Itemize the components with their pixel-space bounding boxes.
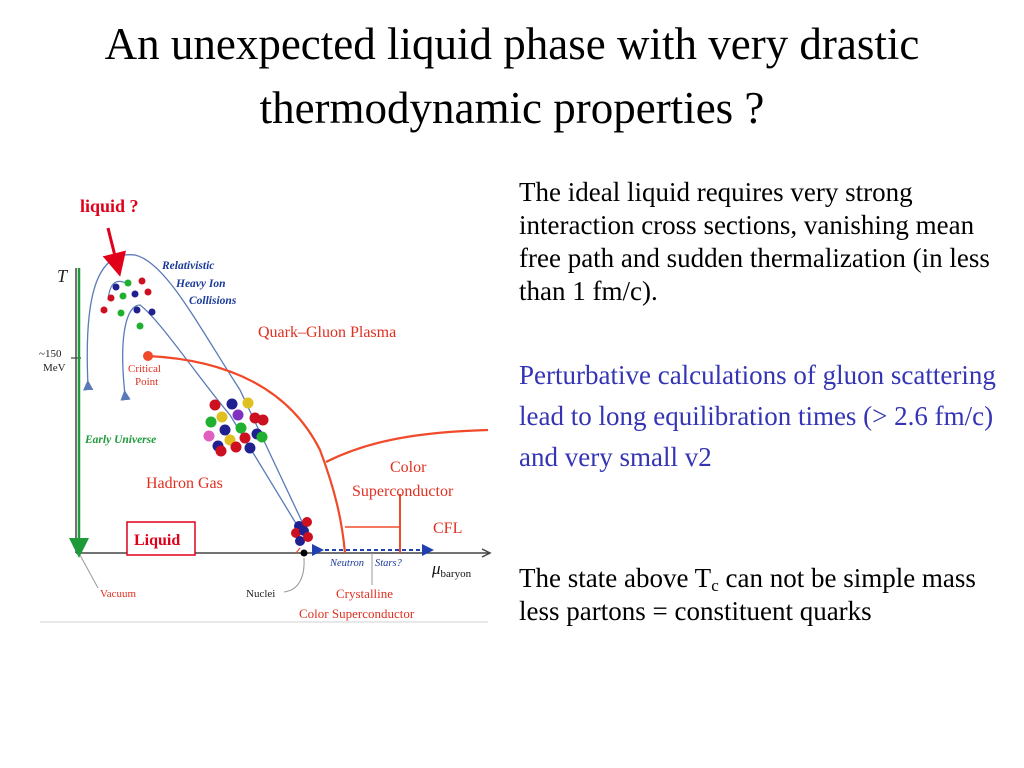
paragraph-ideal-liquid: The ideal liquid requires very strong in… — [519, 177, 990, 306]
nuclei-pointer — [283, 557, 305, 593]
paragraph-state-above-tc: The state above Tc can not be simple mas… — [519, 563, 976, 626]
crystalline-label-2: Color Superconductor — [299, 606, 415, 621]
liquid-q-label: liquid ? — [80, 196, 139, 216]
qgp-particles — [100, 277, 156, 330]
neutron-label: Neutron — [329, 558, 364, 569]
liquid-box-label: Liquid — [134, 532, 180, 549]
rhic-label-3: Collisions — [189, 295, 237, 307]
early-universe-label: Early Universe — [84, 434, 156, 446]
rhic-label-1: Relativistic — [161, 260, 214, 272]
mu-baryon-label: μbaryon — [431, 559, 472, 580]
rhic-label-2: Heavy Ion — [175, 278, 226, 290]
qgp-label: Quark–Gluon Plasma — [258, 324, 396, 341]
tick-mev-label: MeV — [43, 362, 66, 374]
liquid-box — [126, 521, 196, 556]
nuclei-point — [300, 549, 308, 557]
rhic-trajectory-inner — [120, 304, 301, 531]
stars-label: Stars? — [375, 558, 403, 569]
qcd-phase-diagram: liquid ? T ~150 MeV Relativistic Heavy I… — [39, 196, 492, 623]
critical-point-label-1: Critical — [128, 363, 161, 375]
crystalline-label-1: Crystalline — [336, 586, 393, 601]
axis-t-label: T — [57, 266, 69, 286]
critical-point-label-2: Point — [135, 376, 158, 388]
hadron-gas-label: Hadron Gas — [146, 475, 223, 492]
vacuum-pointer — [79, 554, 99, 589]
vacuum-boundary — [295, 547, 301, 554]
rhic-trajectory-outer — [83, 254, 306, 529]
hadron-cluster — [203, 397, 269, 457]
liquid-q-arrow — [102, 227, 127, 277]
nucleus-cluster — [291, 517, 313, 546]
color-sc-label-2: Superconductor — [352, 483, 454, 500]
title-line-2: thermodynamic properties ? — [259, 83, 765, 133]
title-line-1: An unexpected liquid phase with very dra… — [104, 19, 920, 69]
critical-point — [143, 351, 153, 361]
slide-title: An unexpected liquid phase with very dra… — [0, 12, 1024, 140]
vacuum-label: Vacuum — [100, 588, 136, 600]
nuclei-label: Nuclei — [246, 588, 275, 600]
phase-boundary — [147, 354, 347, 554]
color-sc-label-1: Color — [390, 459, 427, 476]
paragraph-perturbative: Perturbative calculations of gluon scatt… — [519, 360, 996, 472]
cfl-label: CFL — [433, 520, 462, 537]
tick-150-label: ~150 — [39, 348, 62, 360]
csc-boundary — [325, 428, 489, 463]
x-axis-arrow — [481, 548, 492, 558]
